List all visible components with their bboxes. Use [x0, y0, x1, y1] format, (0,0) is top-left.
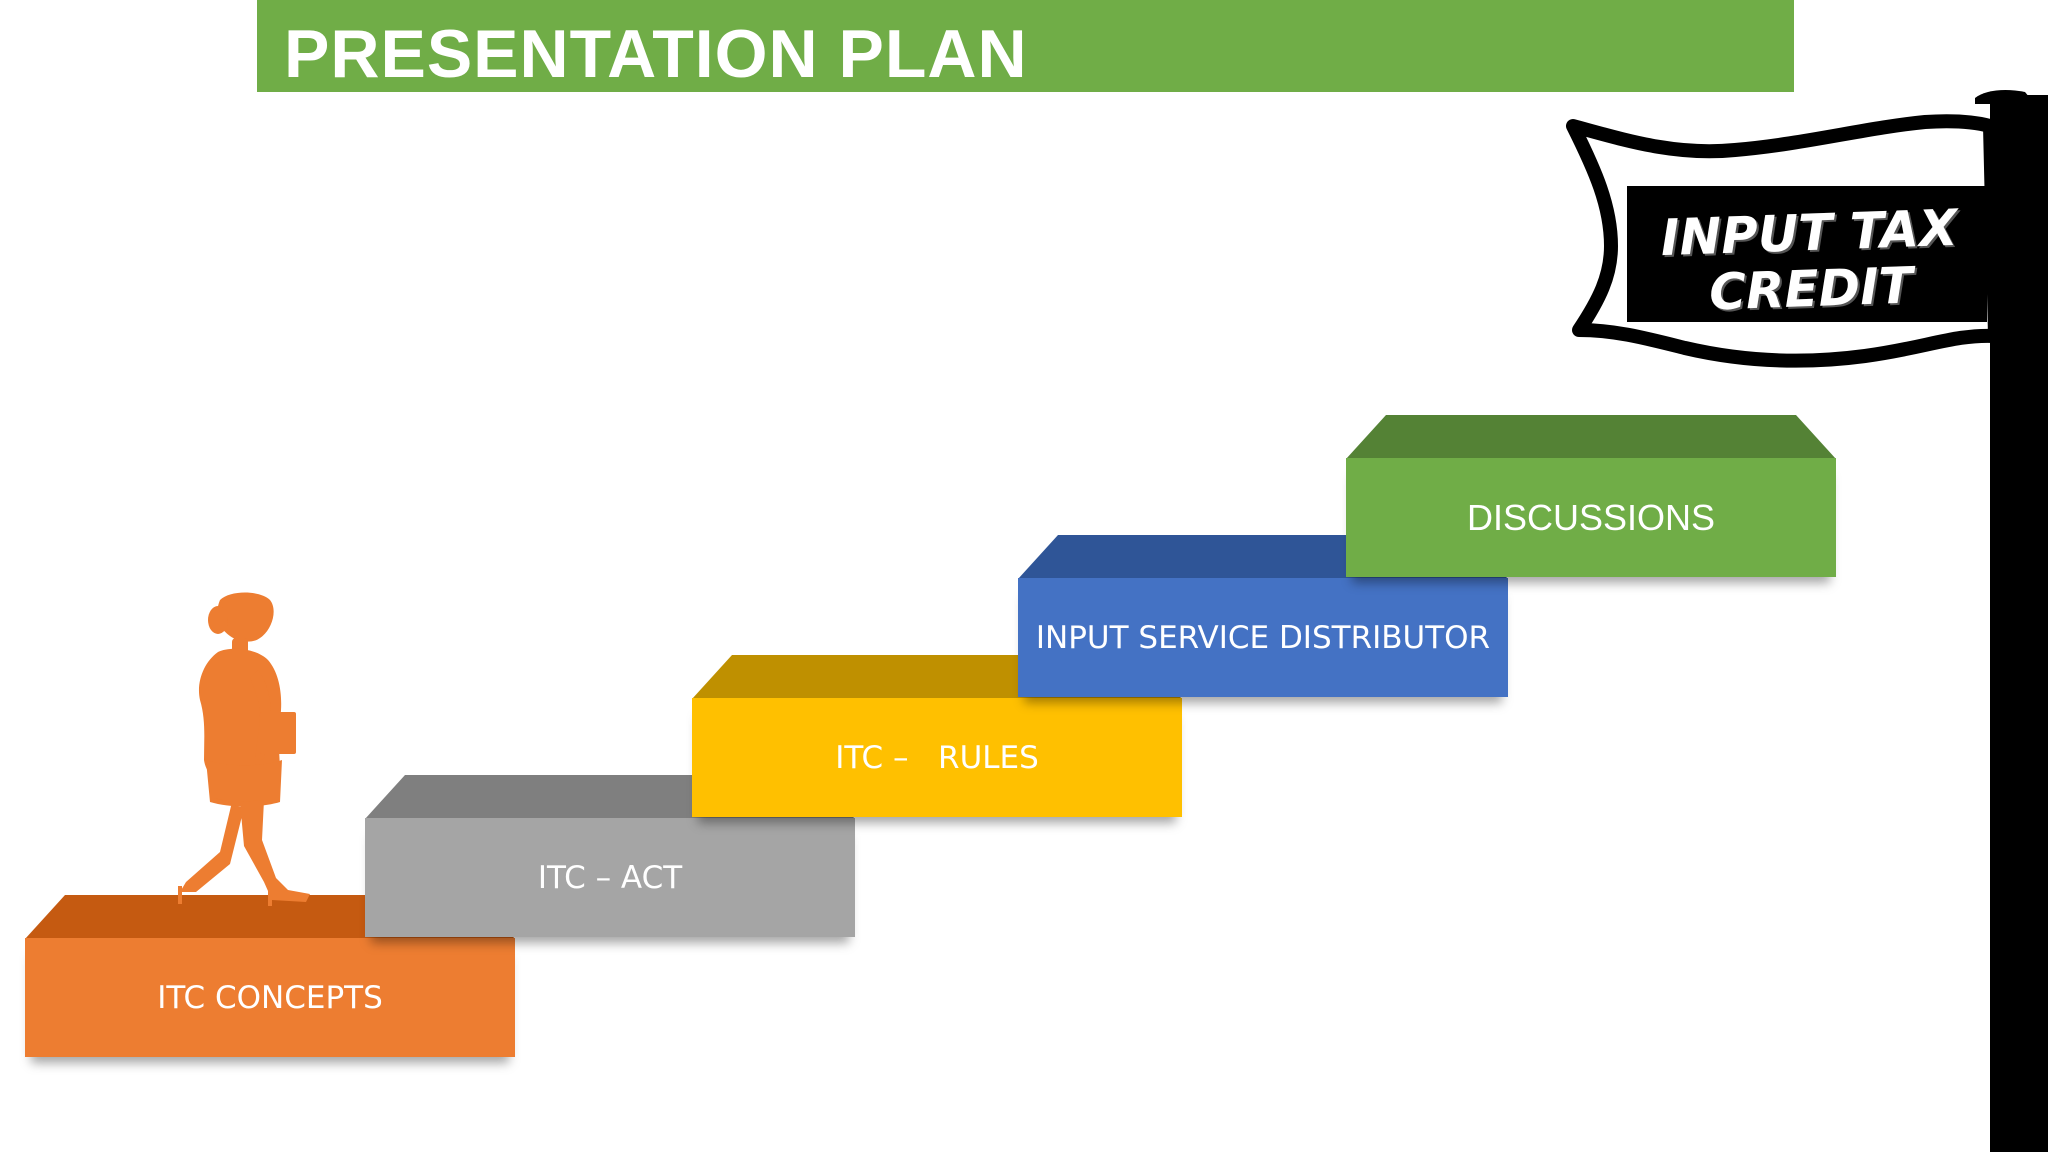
step-label: ITC – RULES — [835, 739, 1039, 776]
step-front-face: ITC – RULES — [692, 698, 1182, 817]
sign-label: INPUT TAX CREDIT — [1623, 199, 1997, 324]
page-title: PRESENTATION PLAN — [284, 16, 1028, 92]
walking-woman-silhouette-icon — [178, 592, 310, 906]
step-label: ITC – ACT — [537, 859, 683, 896]
title-bar: PRESENTATION PLAN — [257, 0, 1794, 92]
step-front-face: ITC – ACT — [365, 818, 855, 937]
step-front-face: INPUT SERVICE DISTRIBUTOR — [1018, 578, 1508, 697]
step-itc-act: ITC – ACT — [365, 775, 855, 937]
step-input-service-distributor: INPUT SERVICE DISTRIBUTOR — [1018, 535, 1508, 697]
step-itc-rules: ITC – RULES — [692, 655, 1182, 817]
step-top-face — [1346, 415, 1836, 459]
signpost-flag-icon — [1566, 90, 2035, 368]
step-front-face: DISCUSSIONS — [1346, 458, 1836, 577]
step-label: INPUT SERVICE DISTRIBUTOR — [1035, 619, 1491, 656]
step-discussions: DISCUSSIONS — [1346, 415, 1836, 577]
sign-line-1: INPUT TAX — [1659, 198, 1959, 268]
step-label: DISCUSSIONS — [1466, 496, 1716, 538]
step-label: ITC CONCEPTS — [157, 979, 383, 1016]
step-front-face: ITC CONCEPTS — [25, 938, 515, 1057]
